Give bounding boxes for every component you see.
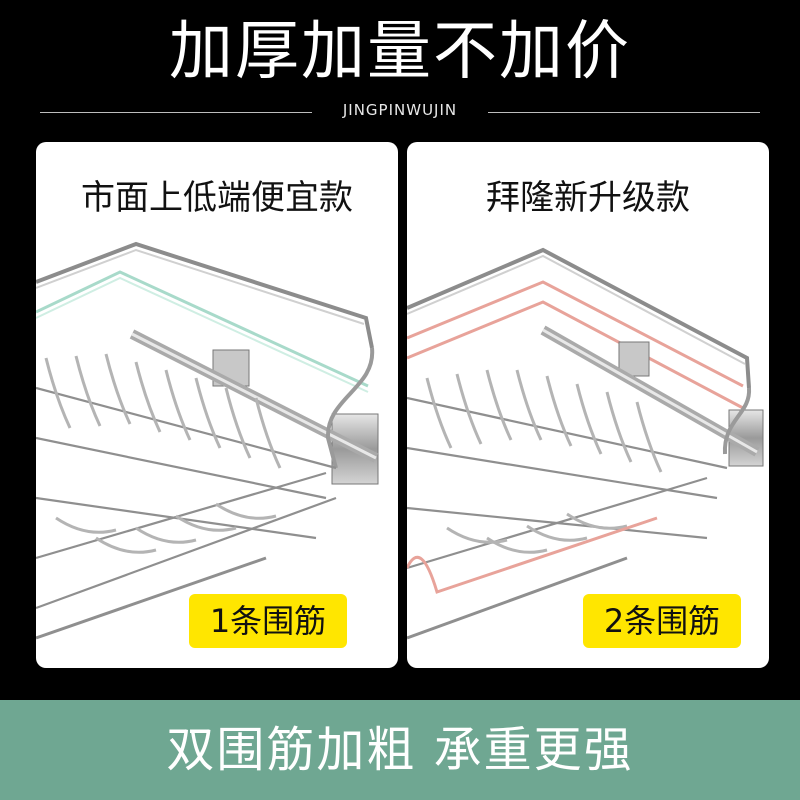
footer-slogan: 双围筋加粗 承重更强 [166, 722, 634, 778]
divider-line-right [488, 112, 760, 113]
basket-image-double-rail [407, 247, 764, 640]
brand-divider: JINGPINWUJIN [40, 100, 760, 124]
footer-banner: 双围筋加粗 承重更强 [0, 700, 800, 800]
comparison-panel-right: 拜隆新升级款 2条围筋 [407, 142, 769, 668]
basket-image-single-rail [36, 241, 379, 640]
rail-count-badge-left: 1条围筋 [189, 594, 347, 648]
rail-count-badge-right: 2条围筋 [583, 594, 741, 648]
brand-tag: JINGPINWUJIN [342, 101, 458, 119]
panel-title-left: 市面上低端便宜款 [81, 178, 353, 218]
comparison-panel-left: 市面上低端便宜款 1 [36, 142, 398, 668]
panel-title-right: 拜隆新升级款 [486, 178, 690, 218]
headline: 加厚加量不加价 [169, 15, 631, 89]
divider-line-left [40, 112, 312, 113]
